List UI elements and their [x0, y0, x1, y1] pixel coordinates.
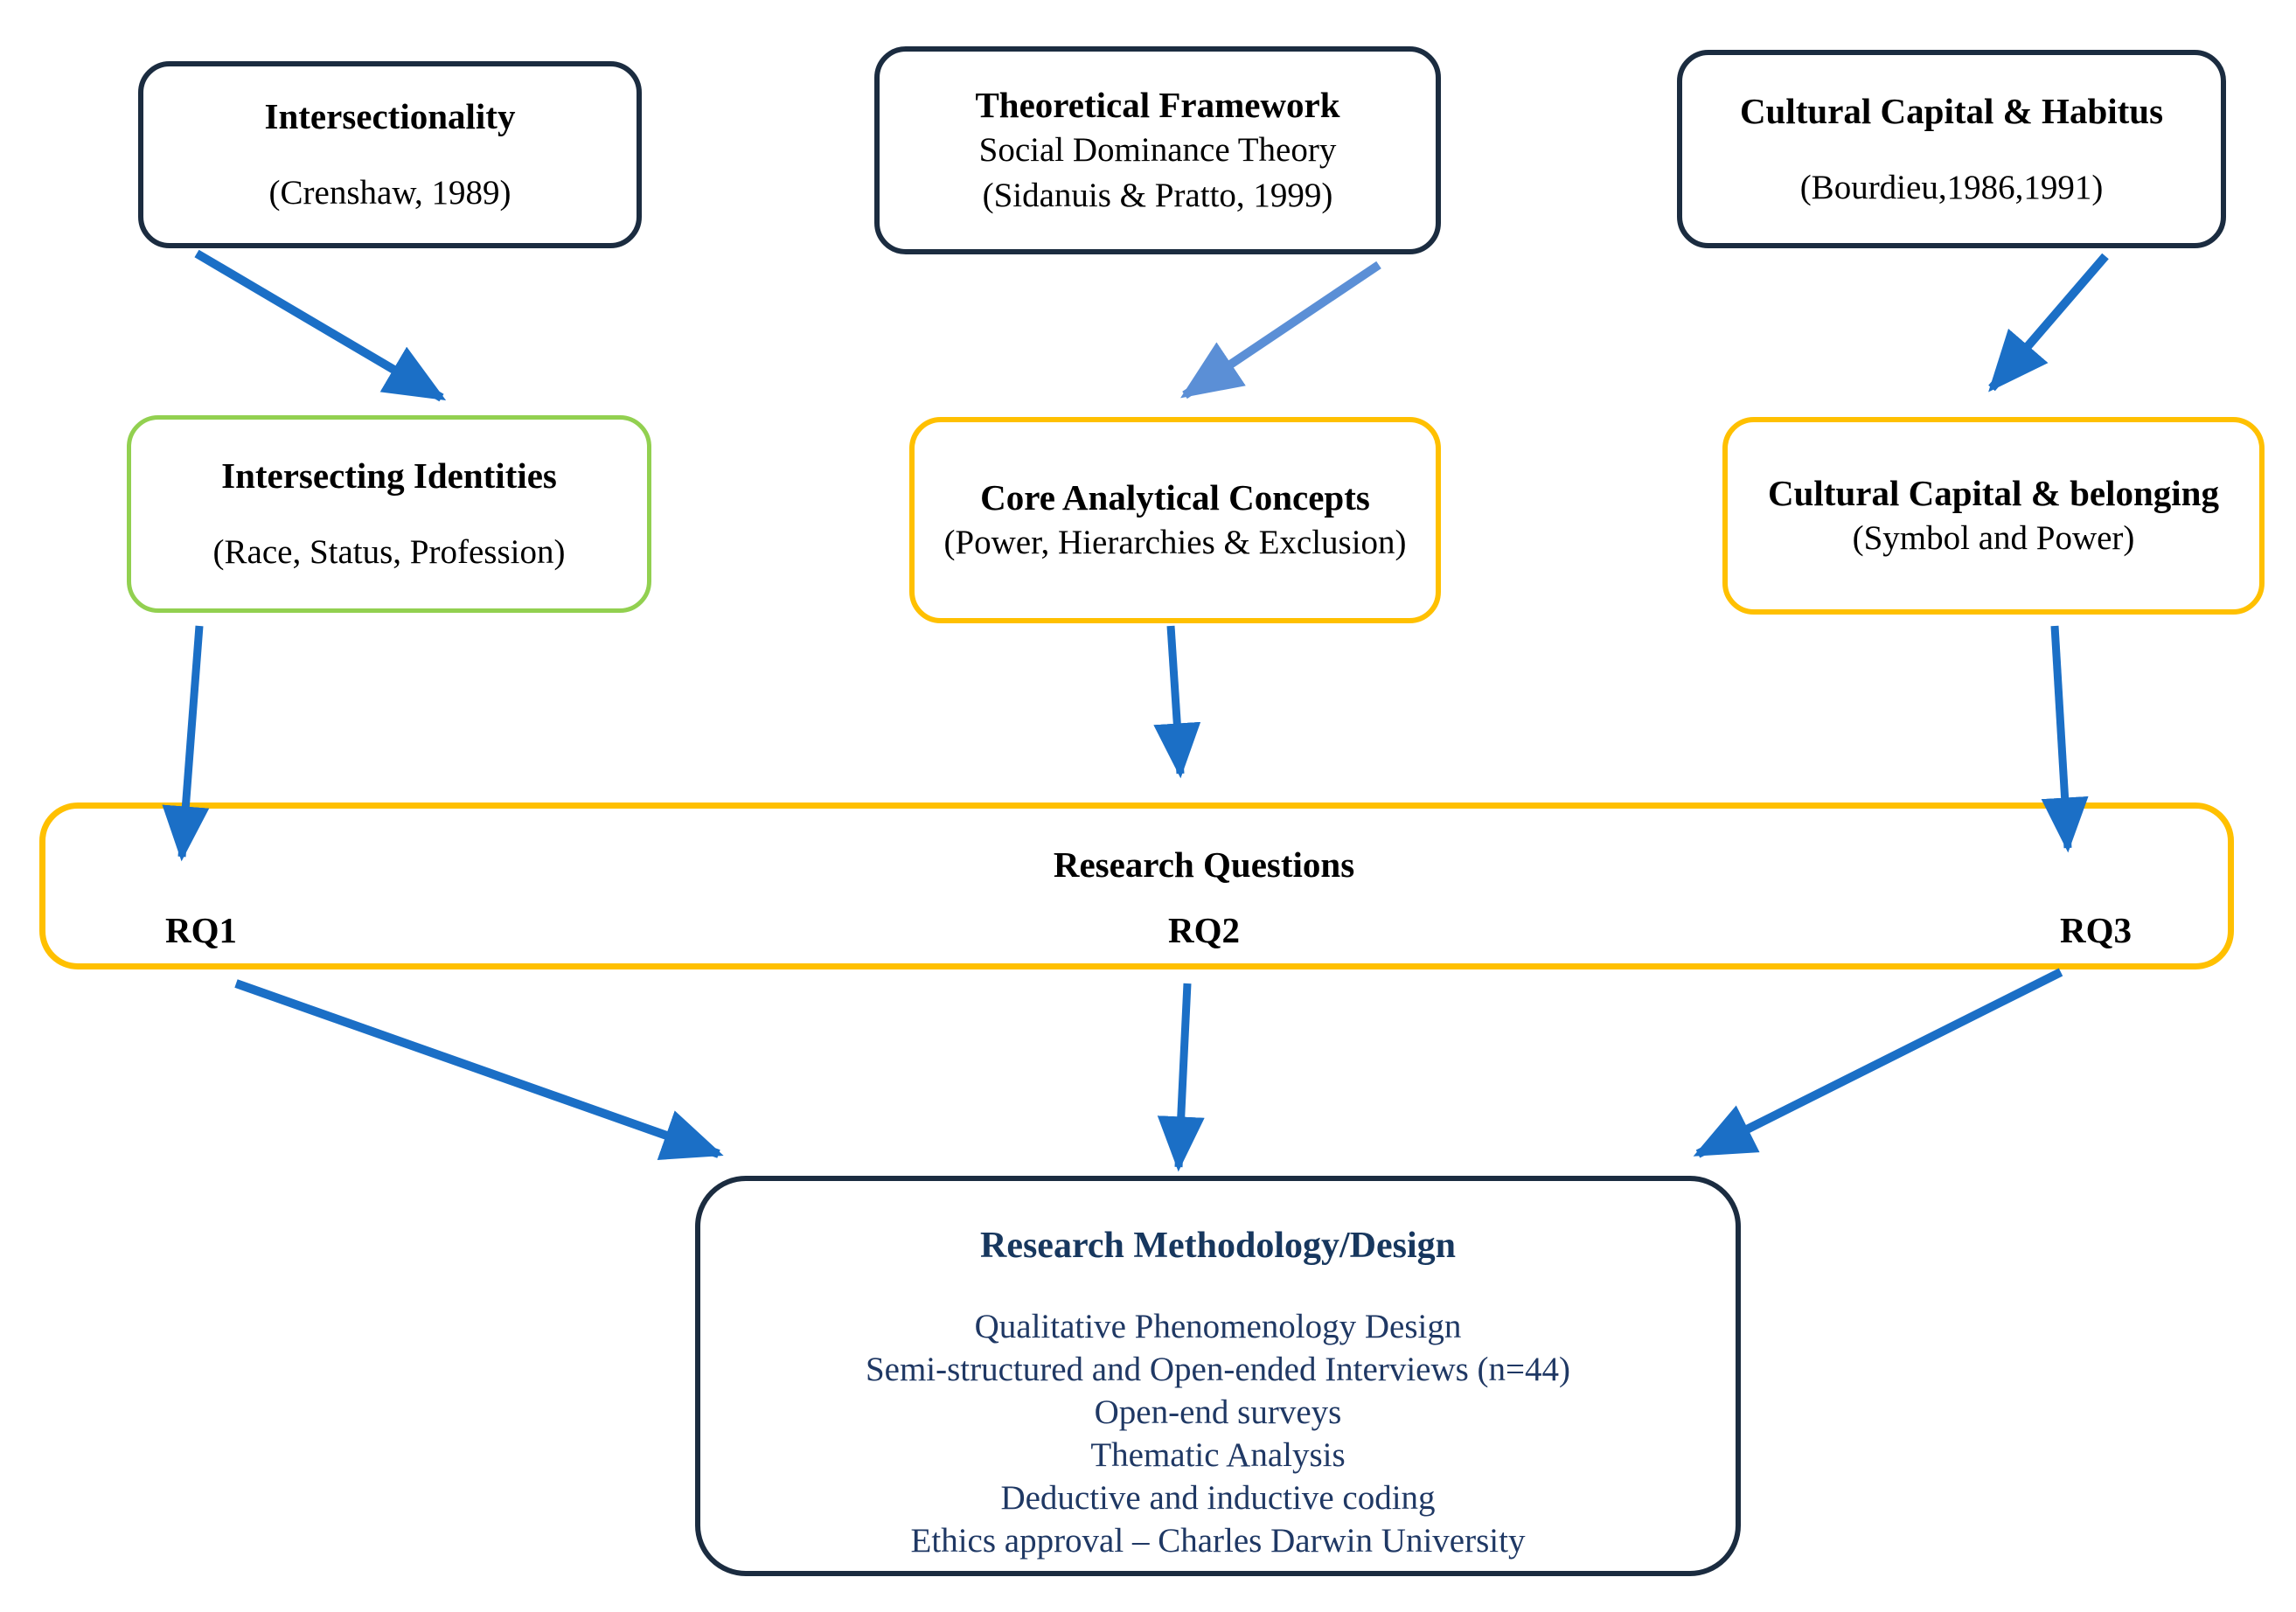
box-intersectionality: Intersectionality (Crenshaw, 1989) [138, 61, 642, 248]
box-cultural-capital-belonging-detail: (Symbol and Power) [1852, 519, 2135, 557]
box-core-analytical-concepts: Core Analytical Concepts (Power, Hierarc… [909, 417, 1441, 623]
methodology-item: Ethics approval – Charles Darwin Univers… [910, 1522, 1526, 1560]
arrow-rq1-to-methodology [234, 979, 724, 1160]
arrow-rq2-to-methodology [1157, 983, 1205, 1172]
methodology-item: Thematic Analysis [1090, 1436, 1346, 1474]
box-intersecting-identities: Intersecting Identities (Race, Status, P… [127, 415, 651, 613]
rq1-label: RQ1 [165, 910, 237, 950]
box-cultural-capital-habitus-citation: (Bourdieu,1986,1991) [1799, 168, 2104, 206]
box-cultural-capital-habitus: Cultural Capital & Habitus (Bourdieu,198… [1677, 50, 2226, 248]
arrow-rq3-to-methodology [1693, 968, 2063, 1158]
box-cultural-capital-belonging-title: Cultural Capital & belonging [1768, 473, 2219, 513]
box-theoretical-framework: Theoretical Framework Social Dominance T… [874, 46, 1441, 254]
box-intersectionality-title: Intersectionality [264, 96, 516, 136]
box-intersectionality-citation: (Crenshaw, 1989) [268, 174, 511, 212]
methodology-item: Open-end surveys [1094, 1393, 1342, 1431]
box-intersecting-identities-detail: (Race, Status, Profession) [212, 533, 566, 571]
methodology-item: Qualitative Phenomenology Design [974, 1308, 1462, 1345]
box-theoretical-framework-title: Theoretical Framework [975, 85, 1340, 125]
rq3-label: RQ3 [2060, 910, 2132, 950]
box-research-methodology-title: Research Methodology/Design [979, 1226, 1456, 1266]
box-research-methodology: Research Methodology/Design Qualitative … [695, 1176, 1741, 1576]
box-intersecting-identities-title: Intersecting Identities [221, 455, 557, 496]
arrow-intersectionality-to-identities [194, 249, 447, 402]
rq2-label: RQ2 [1168, 910, 1240, 950]
research-questions-bar: Research Questions RQ1 RQ2 RQ3 [39, 803, 2234, 969]
arrow-core-concepts-to-rq2 [1153, 625, 1201, 779]
methodology-item: Deductive and inductive coding [1000, 1479, 1436, 1517]
box-theoretical-framework-theory: Social Dominance Theory [978, 131, 1337, 169]
methodology-item: Semi-structured and Open-ended Interview… [865, 1351, 1571, 1388]
arrow-theoretical-to-core-concepts [1180, 261, 1381, 400]
methodology-list: Qualitative Phenomenology Design Semi-st… [866, 1305, 1570, 1562]
arrow-habitus-to-belonging [1988, 253, 2109, 393]
box-core-analytical-concepts-title: Core Analytical Concepts [980, 477, 1370, 518]
research-questions-title: Research Questions [1053, 844, 1355, 885]
box-cultural-capital-belonging: Cultural Capital & belonging (Symbol and… [1722, 417, 2265, 615]
box-theoretical-framework-citation: (Sidanuis & Pratto, 1999) [982, 177, 1333, 214]
box-core-analytical-concepts-detail: (Power, Hierarchies & Exclusion) [943, 524, 1407, 561]
box-cultural-capital-habitus-title: Cultural Capital & Habitus [1739, 90, 2164, 131]
